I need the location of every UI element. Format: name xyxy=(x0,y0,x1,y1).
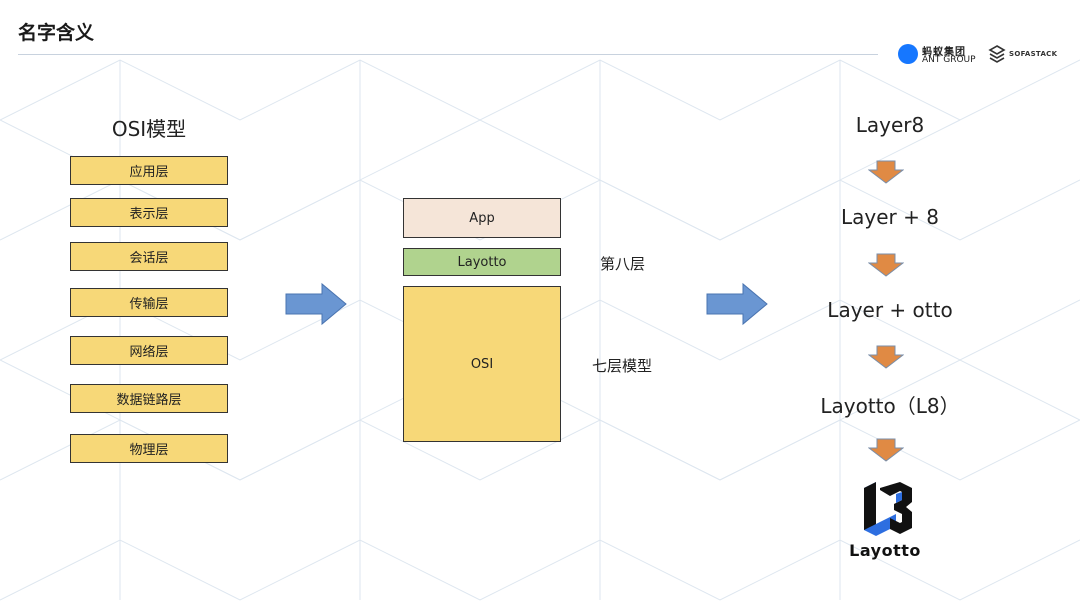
osi-layer-session: 会话层 xyxy=(70,242,228,271)
step-layer8: Layer8 xyxy=(855,113,925,137)
osi-layer-presentation: 表示层 xyxy=(70,198,228,227)
right-arrow-icon xyxy=(285,282,347,326)
down-arrow-icon xyxy=(868,345,904,369)
osi-layer-network: 网络层 xyxy=(70,336,228,365)
stack-osi: OSI xyxy=(403,286,561,442)
stack-osi-label: OSI xyxy=(470,356,494,372)
ant-logo-icon xyxy=(898,44,918,64)
ant-logo-en: ANT GROUP xyxy=(922,55,976,65)
osi-layer-physical: 物理层 xyxy=(70,434,228,463)
down-arrow-icon xyxy=(868,438,904,462)
stack-app-label: App xyxy=(469,210,495,226)
stack-app: App xyxy=(403,198,561,238)
step-layer-plus-8: Layer + 8 xyxy=(841,205,939,229)
label-seven-layer-model: 七层模型 xyxy=(592,357,653,375)
step-layer-plus-otto: Layer + otto xyxy=(827,298,953,322)
ant-group-logo: 蚂蚁集团 ANT GROUP xyxy=(898,42,978,68)
osi-layer-transport: 传输层 xyxy=(70,288,228,317)
layotto-logo-text: Layotto xyxy=(849,541,921,560)
label-eighth-layer: 第八层 xyxy=(600,255,646,273)
ant-logo-cn: 蚂蚁集团 xyxy=(922,47,966,58)
layotto-logo-icon xyxy=(864,482,912,536)
stack-layotto: Layotto xyxy=(403,248,561,276)
right-arrow-icon xyxy=(706,282,768,326)
osi-layer-application: 应用层 xyxy=(70,156,228,185)
osi-model-title: OSI模型 xyxy=(111,117,187,141)
sofastack-logo: SOFASTACK xyxy=(988,44,1068,66)
sofastack-text: SOFASTACK xyxy=(1009,50,1058,58)
page-title: 名字含义 xyxy=(18,22,95,44)
down-arrow-icon xyxy=(868,253,904,277)
down-arrow-icon xyxy=(868,160,904,184)
sofastack-icon xyxy=(988,45,1006,63)
title-divider xyxy=(18,54,878,55)
step-layotto-l8: Layotto（L8） xyxy=(820,394,960,418)
osi-layer-datalink: 数据链路层 xyxy=(70,384,228,413)
stack-layotto-label: Layotto xyxy=(457,254,507,270)
